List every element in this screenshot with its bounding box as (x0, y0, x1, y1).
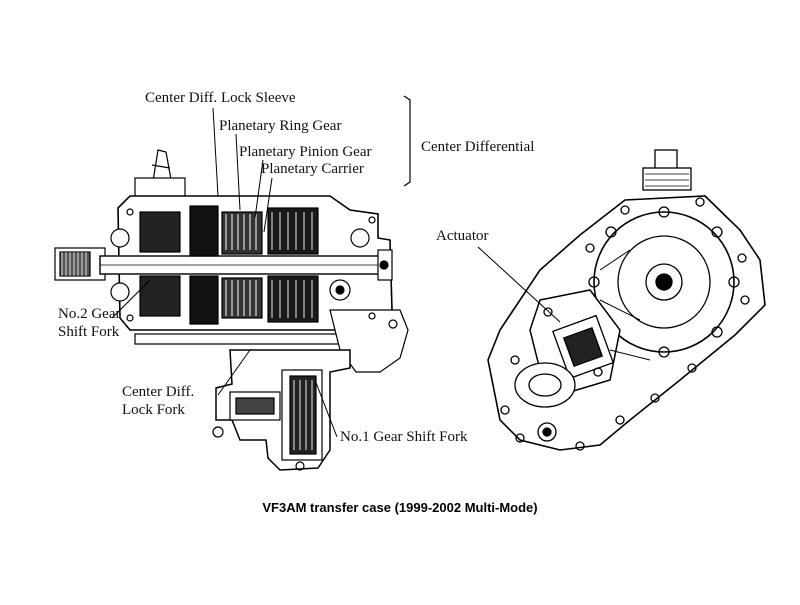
label-no2-shift-fork: Shift Fork (58, 324, 120, 340)
label-actuator: Actuator (436, 228, 489, 244)
label-center-differential: Center Differential (421, 139, 535, 155)
label-center-diff: Center Diff. (122, 384, 195, 400)
label-no2-gear: No.2 Gear (58, 306, 121, 322)
figure-caption: VF3AM transfer case (1999-2002 Multi-Mod… (262, 500, 538, 515)
label-planetary-carrier: Planetary Carrier (261, 161, 364, 177)
sectional-view (54, 107, 409, 471)
external-view (477, 149, 766, 451)
label-center-diff-lock-sleeve: Center Diff. Lock Sleeve (145, 90, 296, 106)
label-no1-gear-shift-fork: No.1 Gear Shift Fork (340, 429, 468, 445)
label-planetary-pinion-gear: Planetary Pinion Gear (239, 144, 372, 160)
label-planetary-ring-gear: Planetary Ring Gear (219, 118, 342, 134)
center-differential-bracket (403, 95, 411, 187)
label-lock-fork: Lock Fork (122, 402, 185, 418)
